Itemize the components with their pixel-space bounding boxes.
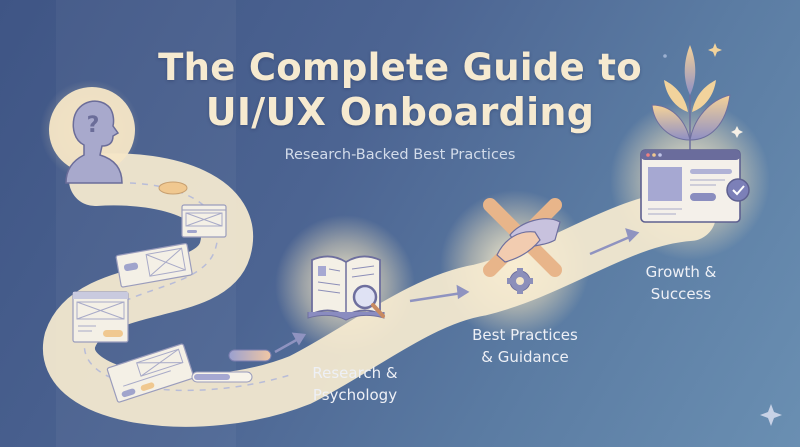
sparkle-icon (760, 404, 782, 426)
wireframe-window-icon (181, 204, 227, 238)
wireframe-browser-icon (72, 291, 129, 343)
stage-label-line: Best Practices (472, 326, 578, 344)
stage-label-line: Psychology (312, 386, 398, 404)
stage-label-growth: Growth & Success (636, 261, 726, 305)
stage-label-line: Research & (312, 364, 398, 382)
toggle-pill-icon (228, 349, 272, 362)
plant-browser-check-icon (640, 45, 750, 223)
subtitle: Research-Backed Best Practices (284, 147, 516, 163)
book-magnifier-icon (307, 255, 385, 321)
wireframe-form-icon (106, 343, 195, 403)
pill-button-icon (158, 181, 188, 195)
stage-label-best-practices: Best Practices & Guidance (460, 324, 590, 368)
svg-text:?: ? (87, 113, 100, 138)
user-question-icon: ? (65, 100, 123, 184)
wireframe-card-icon (115, 242, 193, 288)
stage-label-research: Research & Psychology (300, 362, 410, 406)
stage-label-line: Growth & (645, 263, 717, 281)
stage-label-line: & Guidance (481, 348, 569, 366)
arrow-icon (274, 228, 640, 354)
hands-gear-icon (483, 198, 562, 294)
progress-bar-icon (191, 371, 253, 383)
stage-label-line: Success (650, 285, 712, 303)
title-line-2: UI/UX Onboarding (205, 90, 595, 134)
title-line-1: The Complete Guide to (158, 46, 642, 89)
sparkle-icon (731, 126, 743, 138)
sparkle-icon (708, 43, 722, 57)
